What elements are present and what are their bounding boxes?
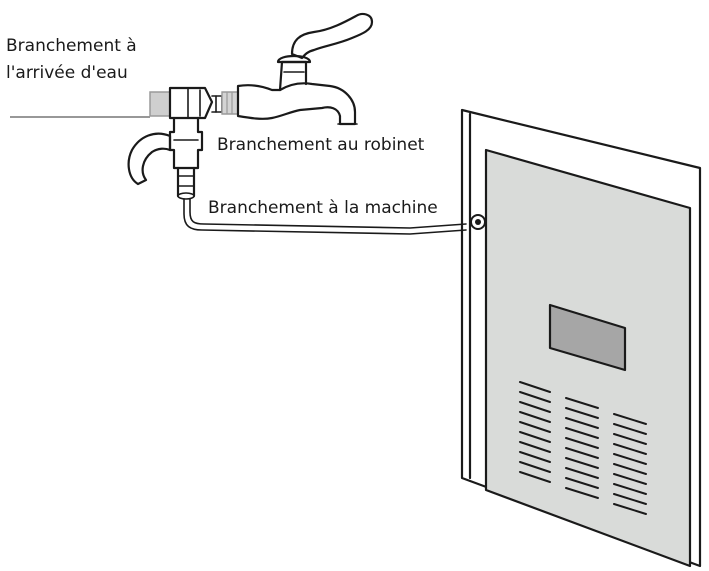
- connection-hose: [183, 198, 467, 235]
- machine-connection-label: Branchement à la machine: [208, 198, 438, 218]
- water-inlet-label-line2: l'arrivée d'eau: [6, 63, 128, 83]
- faucet: [221, 12, 374, 126]
- tee-valve: [127, 86, 223, 200]
- supply-pipe-nut: [149, 91, 171, 117]
- machine-inlet-port: [470, 214, 486, 230]
- water-inlet-label-line1: Branchement à: [6, 36, 137, 56]
- machine-display-window: [548, 303, 627, 372]
- faucet-connection-label: Branchement au robinet: [217, 135, 425, 155]
- machine: [460, 108, 702, 568]
- machine-vent-grille: [519, 381, 647, 515]
- water-supply-pipe: [10, 91, 171, 118]
